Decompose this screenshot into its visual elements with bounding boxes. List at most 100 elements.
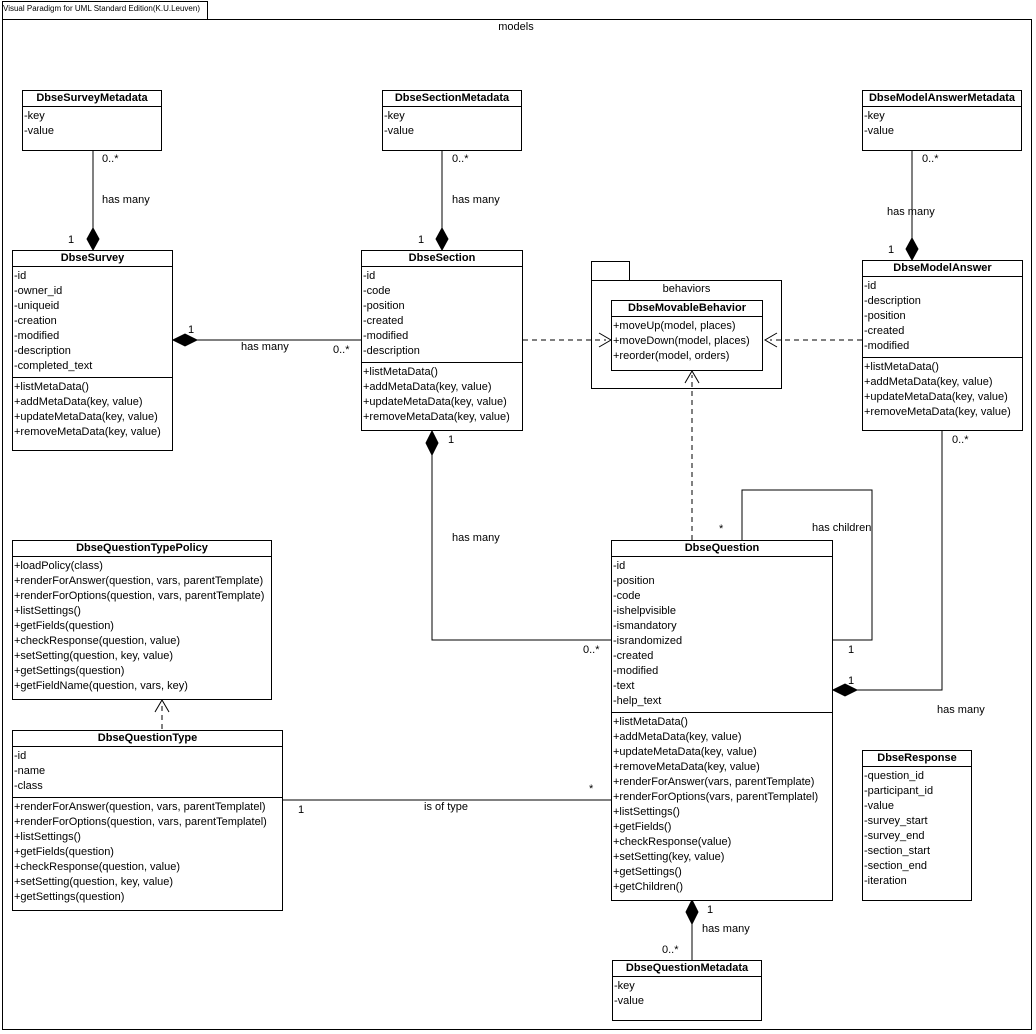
- attribute: -modified: [613, 665, 659, 677]
- attributes-section: -key -value: [23, 107, 161, 142]
- class-dbse-movable-behavior[interactable]: DbseMovableBehavior +moveUp(model, place…: [611, 300, 763, 371]
- attribute: -key: [614, 980, 635, 992]
- operation: +updateMetaData(key, value): [14, 411, 158, 423]
- class-name: DbseSectionMetadata: [383, 91, 521, 107]
- attribute: -key: [864, 110, 885, 122]
- operation: +listMetaData(): [363, 366, 438, 378]
- diagram-frame: [2, 19, 1032, 1030]
- attribute: -value: [864, 125, 894, 137]
- multiplicity-label: 1: [448, 434, 455, 446]
- arrowhead-type-policy: [154, 699, 170, 713]
- class-dbse-question-type-policy[interactable]: DbseQuestionTypePolicy +loadPolicy(class…: [12, 540, 272, 700]
- operation: +setSetting(question, key, value): [14, 876, 174, 888]
- operation: +addMetaData(key, value): [14, 396, 143, 408]
- attribute: -position: [613, 575, 655, 587]
- attributes-section: -key -value: [613, 977, 761, 1012]
- attribute: -question_id: [864, 770, 924, 782]
- attribute: -created: [363, 315, 404, 327]
- association-label: has many: [452, 532, 500, 544]
- operation: +updateMetaData(key, value): [613, 746, 757, 758]
- association-label: has many: [241, 341, 289, 353]
- attribute: -key: [24, 110, 45, 122]
- attribute: -uniqueid: [14, 300, 60, 312]
- attribute: -modified: [864, 340, 910, 352]
- operation: +listMetaData(): [864, 361, 939, 373]
- attribute: -value: [614, 995, 644, 1007]
- attribute: -iteration: [864, 875, 907, 887]
- class-dbse-model-answer-metadata[interactable]: DbseModelAnswerMetadata -key -value: [862, 90, 1022, 151]
- attribute: -completed_text: [14, 360, 93, 372]
- operation: +listSettings(): [613, 806, 680, 818]
- operation: +listMetaData(): [613, 716, 688, 728]
- operation: +listSettings(): [14, 605, 81, 617]
- operation: +addMetaData(key, value): [613, 731, 742, 743]
- attribute: -creation: [14, 315, 57, 327]
- operation: +renderForOptions(question, vars, parent…: [14, 590, 265, 602]
- class-dbse-section-metadata[interactable]: DbseSectionMetadata -key -value: [382, 90, 522, 151]
- class-dbse-survey[interactable]: DbseSurvey -id -owner_id -uniqueid -crea…: [12, 250, 173, 451]
- operation: +renderForAnswer(vars, parentTemplate): [613, 776, 815, 788]
- class-name: DbseQuestionMetadata: [613, 961, 761, 977]
- diamond-section-question: [425, 429, 439, 457]
- attribute: -participant_id: [864, 785, 934, 797]
- attribute: -code: [363, 285, 391, 297]
- attribute: -description: [14, 345, 71, 357]
- association-label: has many: [452, 194, 500, 206]
- tool-tab: Visual Paradigm for UML Standard Edition…: [2, 1, 208, 19]
- attributes-section: -key -value: [863, 107, 1021, 142]
- operations-section: +listMetaData() +addMetaData(key, value)…: [612, 713, 832, 898]
- operation: +getSettings(): [613, 866, 682, 878]
- class-dbse-response[interactable]: DbseResponse -question_id -participant_i…: [862, 750, 972, 901]
- class-name: DbseModelAnswerMetadata: [863, 91, 1021, 107]
- class-dbse-survey-metadata[interactable]: DbseSurveyMetadata -key -value: [22, 90, 162, 151]
- multiplicity-label: 1: [298, 804, 305, 816]
- tool-tab-label: Visual Paradigm for UML Standard Edition…: [3, 4, 200, 13]
- operation: +removeMetaData(key, value): [14, 426, 161, 438]
- diamond-answer-meta: [905, 236, 919, 262]
- diamond-survey-section: [171, 333, 199, 347]
- multiplicity-label: 1: [68, 234, 75, 246]
- class-name: DbseSection: [362, 251, 522, 267]
- attribute: -class: [14, 780, 43, 792]
- multiplicity-label: 1: [888, 244, 895, 256]
- operation: +renderForAnswer(question, vars, parentT…: [14, 801, 266, 813]
- attribute: -section_start: [864, 845, 931, 857]
- attributes-section: -id -name -class: [13, 747, 282, 798]
- line-section-question: [431, 455, 611, 641]
- association-label: has many: [887, 206, 935, 218]
- class-name: DbseQuestion: [612, 541, 832, 557]
- class-dbse-question[interactable]: DbseQuestion -id -position -code -ishelp…: [611, 540, 833, 901]
- class-name: DbseQuestionType: [13, 731, 282, 747]
- attribute: -modified: [14, 330, 60, 342]
- class-name: DbseResponse: [863, 751, 971, 767]
- class-dbse-question-type[interactable]: DbseQuestionType -id -name -class +rende…: [12, 730, 283, 911]
- attribute: -id: [613, 560, 626, 572]
- attribute: -ishelpvisible: [613, 605, 676, 617]
- multiplicity-label: 1: [707, 904, 714, 916]
- attributes-section: -id -position -code -ishelpvisible -isma…: [612, 557, 832, 713]
- arrowhead-question-behavior: [684, 370, 700, 384]
- attribute: -value: [864, 800, 894, 812]
- multiplicity-label: 0..*: [583, 644, 600, 656]
- class-dbse-question-metadata[interactable]: DbseQuestionMetadata -key -value: [612, 960, 762, 1021]
- multiplicity-label: 1: [848, 644, 855, 656]
- multiplicity-label: *: [719, 523, 724, 535]
- attribute: -key: [384, 110, 405, 122]
- attribute: -created: [864, 325, 905, 337]
- line-question-children: [741, 489, 873, 641]
- class-dbse-model-answer[interactable]: DbseModelAnswer -id -description -positi…: [862, 260, 1023, 431]
- multiplicity-label: 1: [848, 675, 855, 687]
- frame-title: models: [498, 21, 534, 33]
- attribute: -code: [613, 590, 641, 602]
- multiplicity-label: 0..*: [662, 944, 679, 956]
- operation: +getFields(question): [14, 620, 114, 632]
- association-label: has many: [937, 704, 985, 716]
- operation: +addMetaData(key, value): [363, 381, 492, 393]
- operation: +moveUp(model, places): [613, 320, 736, 332]
- attribute: -text: [613, 680, 635, 692]
- attribute: -id: [14, 270, 27, 282]
- operation: +setSetting(question, key, value): [14, 650, 174, 662]
- class-dbse-section[interactable]: DbseSection -id -code -position -created…: [361, 250, 523, 431]
